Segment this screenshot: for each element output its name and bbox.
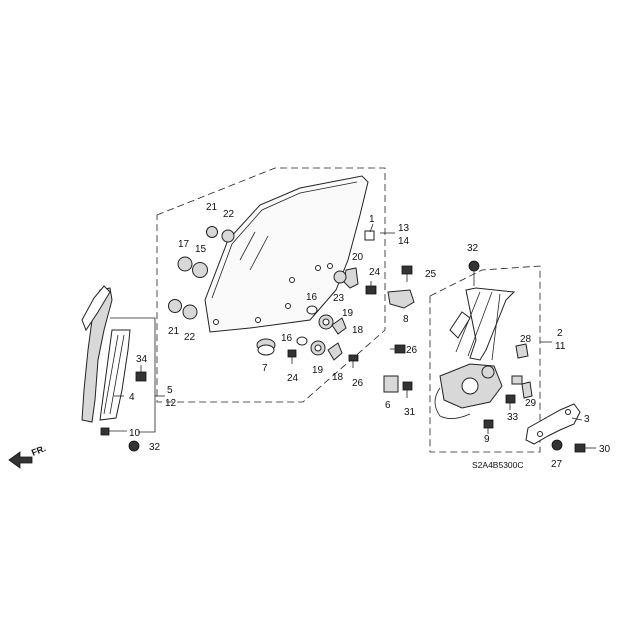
bolt-26-outer bbox=[394, 344, 406, 354]
callout-33: 33 bbox=[507, 412, 519, 423]
glass-sash-23 bbox=[333, 270, 347, 284]
callout-17: 17 bbox=[178, 239, 190, 250]
bolt-24-lower bbox=[287, 349, 297, 358]
glass-bolt-hole bbox=[213, 319, 219, 325]
callout-16-upper: 16 bbox=[306, 292, 318, 303]
washer-16 bbox=[296, 336, 308, 346]
bolt-31 bbox=[402, 381, 413, 391]
nut-18 bbox=[331, 317, 347, 335]
bolt-24-upper bbox=[365, 285, 377, 295]
callout-19-upper: 19 bbox=[342, 308, 354, 319]
callout-34: 34 bbox=[136, 354, 148, 365]
callout-24-upper: 24 bbox=[369, 267, 381, 278]
callout-16-lower: 16 bbox=[281, 333, 293, 344]
callout-28: 28 bbox=[520, 334, 532, 345]
callout-1: 1 bbox=[369, 214, 375, 225]
glass-collar-22 bbox=[221, 229, 235, 243]
callout-8: 8 bbox=[403, 314, 409, 325]
glass-highlight bbox=[239, 231, 256, 261]
holder-8 bbox=[387, 289, 415, 309]
glass-spacer-21 bbox=[168, 299, 182, 313]
front-direction-arrow bbox=[8, 451, 33, 469]
bolt-30 bbox=[574, 443, 586, 453]
callout-19-lower: 19 bbox=[312, 365, 324, 376]
glass-bolt-hole bbox=[315, 265, 321, 271]
bolt-33 bbox=[505, 394, 516, 404]
callout-22-lower: 22 bbox=[184, 332, 196, 343]
bolt-34 bbox=[135, 371, 147, 382]
nut-27 bbox=[551, 439, 563, 451]
callout-31: 31 bbox=[404, 407, 416, 418]
callout-4: 4 bbox=[129, 392, 135, 403]
callout-14: 14 bbox=[398, 236, 410, 247]
nut-18 bbox=[327, 342, 343, 361]
diagram-code: S2A4B5300C bbox=[472, 460, 524, 470]
regulator-group-frame bbox=[429, 265, 541, 453]
window-regulator-2 bbox=[465, 287, 516, 361]
glass-bolt-hole bbox=[289, 277, 295, 283]
callout-3: 3 bbox=[584, 414, 590, 425]
front-run-channel-4 bbox=[81, 287, 113, 423]
callout-6: 6 bbox=[385, 400, 391, 411]
glass-spacer-17 bbox=[177, 256, 193, 272]
glass-highlight bbox=[249, 235, 269, 271]
callout-30: 30 bbox=[599, 444, 611, 455]
callout-18-lower: 18 bbox=[332, 372, 344, 383]
callout-21-upper: 21 bbox=[206, 202, 218, 213]
glass-collar-22 bbox=[182, 304, 198, 320]
glass-collar-15 bbox=[192, 262, 208, 278]
callout-18-upper: 18 bbox=[352, 325, 364, 336]
callout-10: 10 bbox=[129, 428, 141, 439]
callout-26-outer: 26 bbox=[406, 345, 418, 356]
washer-16 bbox=[306, 305, 318, 315]
callout-22-upper: 22 bbox=[223, 209, 235, 220]
clip-25 bbox=[401, 265, 413, 275]
rear-run-channel-5 bbox=[99, 329, 131, 421]
callout-21-lower: 21 bbox=[168, 326, 180, 337]
callout-12: 12 bbox=[165, 398, 177, 409]
callout-11: 11 bbox=[555, 341, 566, 352]
callout-5: 5 bbox=[167, 385, 173, 396]
callout-27: 27 bbox=[551, 459, 563, 470]
sash-channel-top bbox=[81, 285, 111, 332]
nut-32-upper bbox=[468, 260, 480, 272]
door-glass bbox=[204, 175, 369, 333]
clip-28 bbox=[515, 343, 529, 359]
glass-bolt-hole bbox=[327, 263, 333, 269]
glass-bolt-hole bbox=[285, 303, 291, 309]
callout-24-lower: 24 bbox=[287, 373, 299, 384]
glass-label-sticker bbox=[364, 230, 375, 241]
bolt-10 bbox=[100, 427, 110, 436]
regulator-bracket-3 bbox=[525, 403, 581, 445]
holder-29 bbox=[511, 375, 523, 385]
callout-20: 20 bbox=[352, 252, 364, 263]
callout-26-inner: 26 bbox=[352, 378, 364, 389]
callout-32-upper: 32 bbox=[467, 243, 479, 254]
callout-32-lower: 32 bbox=[149, 442, 161, 453]
callout-15: 15 bbox=[195, 244, 207, 255]
glass-bolt-hole bbox=[255, 317, 261, 323]
bolt-9 bbox=[483, 419, 494, 429]
run-channel-frame bbox=[110, 317, 156, 433]
door-glass-inner-edge bbox=[211, 181, 358, 299]
glass-spacer-21 bbox=[206, 226, 218, 238]
nut-32-lower bbox=[128, 440, 140, 452]
callout-25: 25 bbox=[425, 269, 437, 280]
callout-13: 13 bbox=[398, 223, 410, 234]
callout-7: 7 bbox=[262, 363, 268, 374]
bolt-26-inner bbox=[348, 354, 359, 362]
regulator-arm bbox=[449, 311, 471, 339]
callout-23: 23 bbox=[333, 293, 345, 304]
callout-2: 2 bbox=[557, 328, 563, 339]
callout-9: 9 bbox=[484, 434, 490, 445]
glass-group-frame bbox=[156, 167, 386, 403]
seal-6 bbox=[383, 375, 399, 393]
callout-29: 29 bbox=[525, 398, 537, 409]
front-direction-label: FR. bbox=[30, 443, 47, 458]
